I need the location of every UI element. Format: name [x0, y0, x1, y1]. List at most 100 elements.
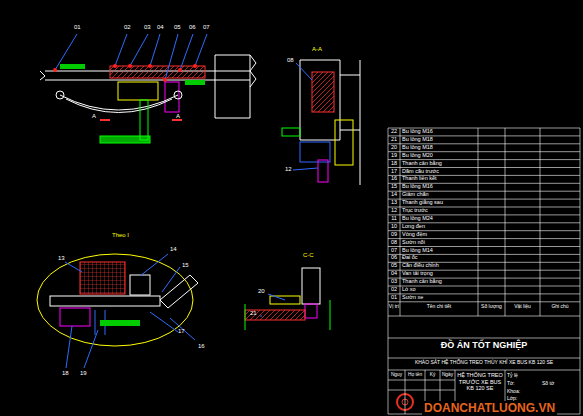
part-position: 09: [388, 231, 400, 239]
grid-line: [400, 128, 401, 316]
grid-line: [388, 286, 580, 287]
part-name: Van tải trọng: [402, 270, 433, 278]
part-position: 20: [388, 144, 400, 152]
callout-number: 12: [285, 166, 292, 173]
part-position: 01: [388, 294, 400, 302]
grid-line: [388, 390, 455, 391]
callout-number: A: [176, 113, 180, 120]
callout-number: 01: [74, 24, 81, 31]
part-name: Long đen: [402, 223, 425, 231]
part-position: 02: [388, 286, 400, 294]
part-position: 22: [388, 128, 400, 136]
table-header: Số lượng: [478, 303, 505, 309]
part-name: Bu lông M16: [402, 128, 433, 136]
part-name: Sườn nối: [402, 239, 425, 247]
part-position: 13: [388, 199, 400, 207]
watermark: DOANCHATLUONG.VN: [422, 401, 557, 415]
part-position: 03: [388, 278, 400, 286]
callout-number: 17: [178, 328, 185, 335]
callout-number: 21: [250, 310, 257, 317]
callout-number: 04: [157, 24, 164, 31]
callout-number: 13: [58, 255, 65, 262]
grid-line: [388, 301, 580, 302]
grid-line: [388, 316, 389, 414]
part-position: 05: [388, 262, 400, 270]
grid-line: [478, 128, 479, 316]
table-header: Tên chi tiết: [400, 303, 478, 309]
title-block-cell: Họ tên: [405, 372, 425, 378]
part-position: 19: [388, 152, 400, 160]
table-lines: [388, 128, 580, 414]
title-block-cell: Ngày: [440, 372, 455, 378]
part-position: 08: [388, 239, 400, 247]
title-block-cell: Tờ:: [507, 380, 515, 386]
part-name: Trục trước: [402, 207, 428, 215]
part-name: Thanh giằng sau: [402, 199, 443, 207]
part-name: Thanh cân bằng: [402, 278, 442, 286]
part-position: 14: [388, 191, 400, 199]
part-name: Sườn xe: [402, 294, 423, 302]
callout-number: 16: [198, 343, 205, 350]
view-label: A-A: [312, 46, 322, 53]
part-position: 04: [388, 270, 400, 278]
part-name: Thanh cân bằng: [402, 160, 442, 168]
part-name: Vòng đệm: [402, 231, 427, 239]
subtitle-text: KHẢO SÁT HỆ THỐNG TREO THỦY KHÍ XE BUS K…: [388, 359, 580, 365]
title-block-cell: Ký: [425, 372, 440, 378]
callout-number: 08: [287, 57, 294, 64]
part-position: 07: [388, 247, 400, 255]
view-label: Theo I: [112, 232, 129, 239]
part-name: Bu lông M14: [402, 247, 433, 255]
part-name: Bu lông M24: [402, 215, 433, 223]
part-name: Đai ốc: [402, 254, 418, 262]
part-position: 18: [388, 160, 400, 168]
part-name: Cần điều chỉnh: [402, 262, 439, 270]
grid-line: [388, 128, 389, 316]
part-position: 21: [388, 136, 400, 144]
callout-number: A: [92, 113, 96, 120]
part-position: 06: [388, 254, 400, 262]
part-name: Dầm cầu trước: [402, 168, 439, 176]
callout-number: 14: [170, 246, 177, 253]
view-label: C-C: [303, 252, 314, 259]
part-name: Thanh liên kết: [402, 175, 437, 183]
table-header: Vị trí: [388, 303, 400, 309]
part-name: Giảm chấn: [402, 191, 429, 199]
grid-line: [388, 316, 580, 317]
grid-line: [540, 128, 541, 316]
table-header: Ghi chú: [540, 303, 580, 309]
part-position: 11: [388, 215, 400, 223]
part-name: Bu lông M18: [402, 136, 433, 144]
title-block-cell: Tỷ lệ: [507, 372, 518, 378]
table-header: Vật liệu: [505, 303, 540, 309]
callout-number: 06: [189, 24, 196, 31]
grid-line: [388, 338, 580, 339]
grid-line: [505, 128, 506, 316]
grid-line: [388, 370, 580, 371]
part-position: 16: [388, 175, 400, 183]
title-block-cell: Số tờ: [542, 380, 554, 386]
part-name: Bu lông M18: [402, 144, 433, 152]
part-position: 10: [388, 223, 400, 231]
callout-number: 02: [124, 24, 131, 31]
part-name: Bu lông M16: [402, 183, 433, 191]
callout-number: 05: [174, 24, 181, 31]
grid-line: [580, 316, 581, 414]
callout-number: 07: [203, 24, 210, 31]
title-block-cell: Khoa:: [507, 388, 520, 394]
grid-line: [405, 370, 406, 414]
title-text: ĐỒ ÁN TỐT NGHIỆP: [388, 340, 580, 351]
part-position: 12: [388, 207, 400, 215]
part-name: Lò xo: [402, 286, 415, 294]
grid-line: [580, 128, 581, 316]
callout-number: 15: [182, 262, 189, 269]
callout-number: 19: [80, 370, 87, 377]
title-block-cell: Nguy: [388, 372, 405, 378]
callout-number: 18: [62, 370, 69, 377]
part-position: 15: [388, 183, 400, 191]
grid-line: [388, 380, 455, 381]
callout-number: 03: [144, 24, 151, 31]
part-position: 17: [388, 168, 400, 176]
grid-line: [388, 358, 580, 359]
drawing-name: HỆ THỐNG TREO TRƯỚC XE BUS KB 120 SE: [456, 372, 504, 392]
